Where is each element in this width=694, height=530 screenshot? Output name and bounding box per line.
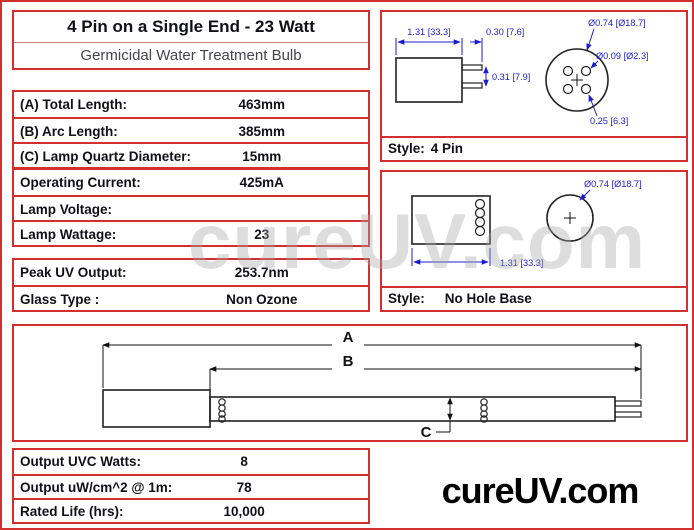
lamp-tube: [209, 396, 616, 422]
spec-label: Output uW/cm^2 @ 1m:: [20, 480, 173, 495]
electrode-coil: [480, 415, 488, 423]
spec-row-quartz-diameter: (C) Lamp Quartz Diameter: 15mm: [14, 142, 368, 167]
electrode-coil: [218, 415, 226, 423]
spec-value: 385mm: [238, 124, 286, 139]
page-subtitle: Germicidal Water Treatment Bulb: [14, 42, 368, 67]
spec-value: 15mm: [242, 149, 282, 164]
dim-label-c: C: [421, 424, 432, 440]
spec-row-rated-life: Rated Life (hrs): 10,000: [14, 498, 368, 522]
base-drawing: 1.31 [33.3] Ø0.74 [Ø18.7]: [411, 179, 642, 268]
style-label: Style:: [388, 141, 425, 156]
pin-hole: [580, 83, 592, 95]
style-value: 4 Pin: [430, 141, 464, 156]
dim-length: 1.31 [33.3]: [500, 258, 543, 268]
pin-hole: [562, 65, 574, 77]
bulb-body-side: [395, 57, 463, 103]
dim-diameter: Ø0.74 [Ø18.7]: [588, 18, 646, 28]
coil-loop: [474, 207, 486, 219]
spec-row-glass-type: Glass Type : Non Ozone: [14, 285, 368, 310]
dim-diameter: Ø0.74 [Ø18.7]: [584, 179, 642, 189]
spec-row-total-length: (A) Total Length: 463mm: [14, 92, 368, 117]
spec-row-uw-cm2: Output uW/cm^2 @ 1m: 78: [14, 474, 368, 498]
base-style-row: Style: No Hole Base: [382, 286, 686, 310]
base-drawing-box: 1.31 [33.3] Ø0.74 [Ø18.7] Style: No Hole …: [380, 170, 688, 312]
lamp-pin-bottom: [614, 411, 642, 418]
pin-drawing-box: 1.31 [33.3] 0.30 [7.6] 0.31 [7.9] Ø0.74 …: [380, 10, 688, 162]
pin-end-drawing: 1.31 [33.3] 0.30 [7.6] 0.31 [7.9] Ø0.74 …: [395, 18, 649, 126]
coil-loop: [474, 225, 486, 237]
style-label: Style:: [388, 291, 425, 306]
spec-value: 425mA: [239, 175, 284, 190]
pin-hole: [580, 65, 592, 77]
spec-value: 253.7nm: [234, 265, 289, 280]
dim-pin-diameter: Ø0.09 [Ø2.3]: [596, 51, 649, 61]
lamp-base-block: [102, 389, 211, 428]
dim-pin-circle: 0.25 [6.3]: [590, 116, 628, 126]
dim-label-b: B: [343, 353, 354, 370]
spec-label: Operating Current:: [20, 175, 141, 190]
dimensions-table: (A) Total Length: 463mm (B) Arc Length: …: [12, 90, 370, 169]
style-value: No Hole Base: [444, 291, 532, 306]
coil-loop: [474, 198, 486, 210]
bulb-end-circle: [545, 48, 609, 112]
spec-value: 8: [240, 454, 248, 469]
spec-row-arc-length: (B) Arc Length: 385mm: [14, 117, 368, 142]
spec-value: Non Ozone: [226, 292, 298, 307]
spec-label: (A) Total Length:: [20, 97, 127, 112]
brand-logo: cureUV.com: [441, 470, 640, 511]
coil-loop: [474, 216, 486, 228]
spec-row-lamp-wattage: Lamp Wattage: 23: [14, 220, 368, 245]
electrical-table: Operating Current: 425mA Lamp Voltage: L…: [12, 168, 370, 247]
spec-label: Glass Type :: [20, 292, 100, 307]
spec-label: Rated Life (hrs):: [20, 504, 124, 519]
lamp-diagram: A B C: [102, 329, 642, 440]
spec-label: (B) Arc Length:: [20, 124, 118, 139]
base-end-circle: [546, 194, 594, 242]
pin-side-top: [461, 64, 483, 71]
spec-row-lamp-voltage: Lamp Voltage:: [14, 195, 368, 220]
spec-label: Lamp Wattage:: [20, 227, 117, 242]
electrode-coil: [218, 410, 226, 418]
spec-label: Peak UV Output:: [20, 265, 127, 280]
spec-label: Lamp Voltage:: [20, 202, 113, 217]
dim-width: 1.31 [33.3]: [407, 27, 450, 37]
lamp-diagram-box: A B C: [12, 324, 688, 442]
spec-row-uvc-watts: Output UVC Watts: 8: [14, 450, 368, 474]
pin-hole: [562, 83, 574, 95]
pin-style-row: Style: 4 Pin: [382, 136, 686, 160]
spec-value: 463mm: [238, 97, 286, 112]
dim-pin-gap: 0.31 [7.9]: [492, 72, 530, 82]
output-table: Output UVC Watts: 8 Output uW/cm^2 @ 1m:…: [12, 448, 370, 524]
dim-label-a: A: [343, 329, 354, 346]
spec-label: (C) Lamp Quartz Diameter:: [20, 149, 192, 164]
title-box: 4 Pin on a Single End - 23 Watt Germicid…: [12, 10, 370, 70]
page-title: 4 Pin on a Single End - 23 Watt: [67, 17, 315, 36]
electrode-coil: [480, 410, 488, 418]
base-body: [411, 195, 491, 245]
dim-pin-length: 0.30 [7.6]: [486, 27, 524, 37]
uv-output-table: Peak UV Output: 253.7nm Glass Type : Non…: [12, 258, 370, 312]
pin-side-bottom: [461, 82, 483, 89]
lamp-pin-top: [614, 400, 642, 407]
spec-value: 78: [236, 480, 252, 495]
spec-row-operating-current: Operating Current: 425mA: [14, 170, 368, 195]
spec-value: 23: [254, 227, 270, 242]
spec-label: Output UVC Watts:: [20, 454, 141, 469]
spec-value: 10,000: [223, 504, 265, 519]
spec-row-peak-uv: Peak UV Output: 253.7nm: [14, 260, 368, 285]
